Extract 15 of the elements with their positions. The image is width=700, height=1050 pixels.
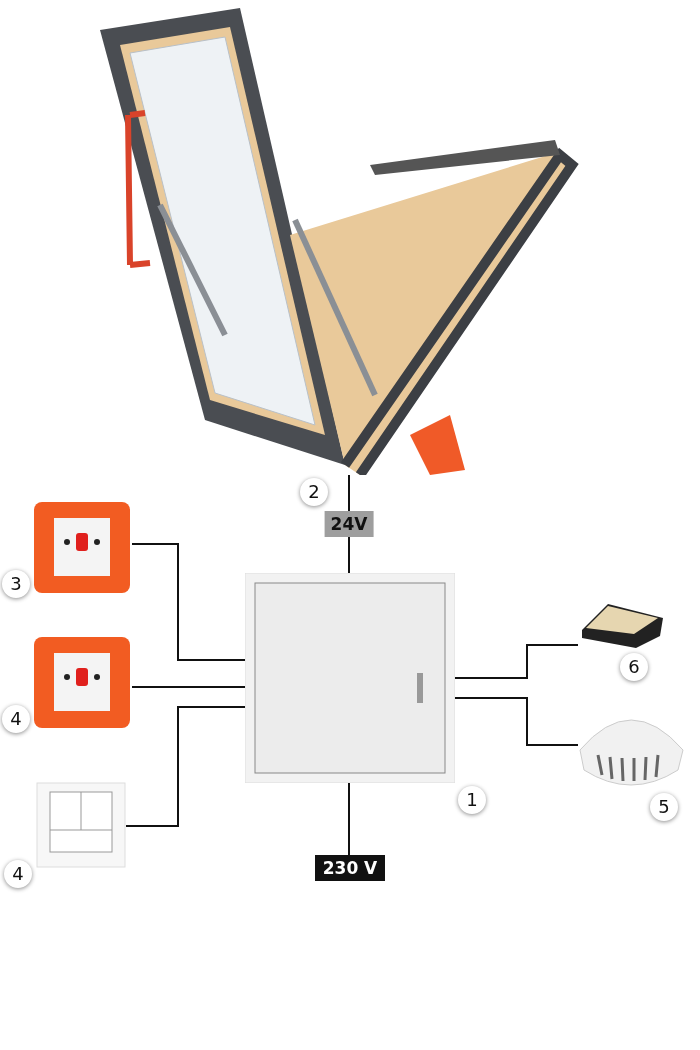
callout-number: 3 xyxy=(2,570,30,598)
callout-number: 6 xyxy=(620,653,648,681)
callout-number: 4 xyxy=(2,705,30,733)
connector-line xyxy=(131,543,246,661)
connector-line xyxy=(454,697,579,746)
callout-number: 2 xyxy=(300,478,328,506)
callout-number: 1 xyxy=(458,786,486,814)
callout-number: 4 xyxy=(4,860,32,888)
edge-label: 24V xyxy=(324,511,374,537)
connector-line xyxy=(125,706,246,827)
connector-line xyxy=(348,782,350,856)
callout-number: 5 xyxy=(650,793,678,821)
connector-line xyxy=(454,644,579,679)
voltage-tag: 230 V xyxy=(315,855,385,881)
connector-line xyxy=(131,686,246,688)
